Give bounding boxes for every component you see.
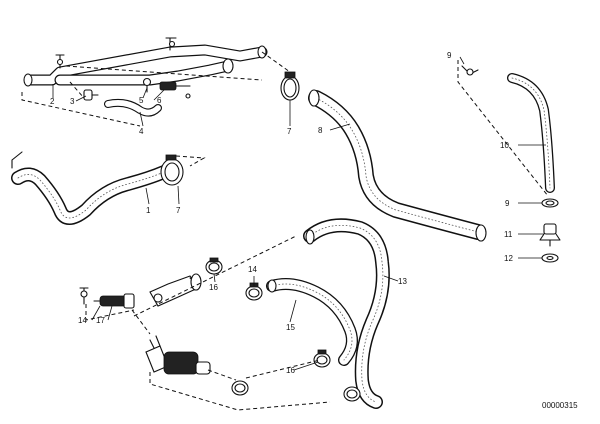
label-16-upper: 16 (209, 283, 218, 292)
lower-guide-lines (85, 235, 331, 411)
label-7-upper: 7 (287, 127, 292, 136)
vent-hose-10 (507, 73, 555, 193)
clip-14-left (79, 287, 89, 305)
label-9-upper: 9 (447, 51, 452, 60)
hose-clamp-16-lower (313, 349, 331, 368)
label-10: 10 (500, 141, 509, 150)
water-outlet-flange (149, 273, 202, 307)
label-1: 1 (146, 206, 151, 215)
label-15: 15 (286, 323, 295, 332)
label-13: 13 (398, 277, 407, 286)
washer-12 (541, 253, 559, 263)
label-2: 2 (50, 97, 55, 106)
hose-clamp-lower-left (231, 380, 249, 396)
hose-clamp-7-lower (160, 154, 206, 186)
hose-4 (104, 98, 162, 117)
label-11: 11 (504, 230, 513, 239)
leader-lines (52, 56, 546, 371)
label-6: 6 (157, 96, 162, 105)
sensor-17 (93, 293, 135, 309)
diagram-reference-code: 00000315 (542, 401, 578, 410)
valve-assembly (145, 335, 211, 375)
label-8: 8 (318, 126, 323, 135)
hose-clamp-lower-right (343, 386, 361, 402)
label-17: 17 (96, 316, 105, 325)
sensor-6 (159, 81, 191, 99)
label-14-upper: 14 (248, 265, 257, 274)
hose-clamp-16-upper (205, 257, 223, 275)
hose-1 (11, 151, 171, 225)
callout-labels: 2 3 5 6 4 7 8 1 7 9 10 9 11 12 13 16 14 … (50, 51, 513, 375)
heater-hose-13 (303, 218, 390, 409)
label-4: 4 (139, 127, 144, 136)
clip-9-lower (541, 198, 559, 208)
label-5: 5 (139, 96, 144, 105)
label-14-lower: 14 (78, 316, 87, 325)
label-16-lower: 16 (286, 366, 295, 375)
radiator-hose-8 (308, 89, 487, 242)
hose-clamp-7-upper (280, 71, 300, 101)
label-7-lower: 7 (176, 206, 181, 215)
label-3: 3 (70, 97, 75, 106)
hose-15 (266, 278, 358, 366)
coolant-pipe-assembly (21, 37, 291, 127)
label-12: 12 (504, 254, 513, 263)
label-9-lower: 9 (505, 199, 510, 208)
fitting-3 (83, 89, 99, 101)
clip-9-upper (457, 60, 549, 197)
connector-11 (539, 223, 561, 247)
